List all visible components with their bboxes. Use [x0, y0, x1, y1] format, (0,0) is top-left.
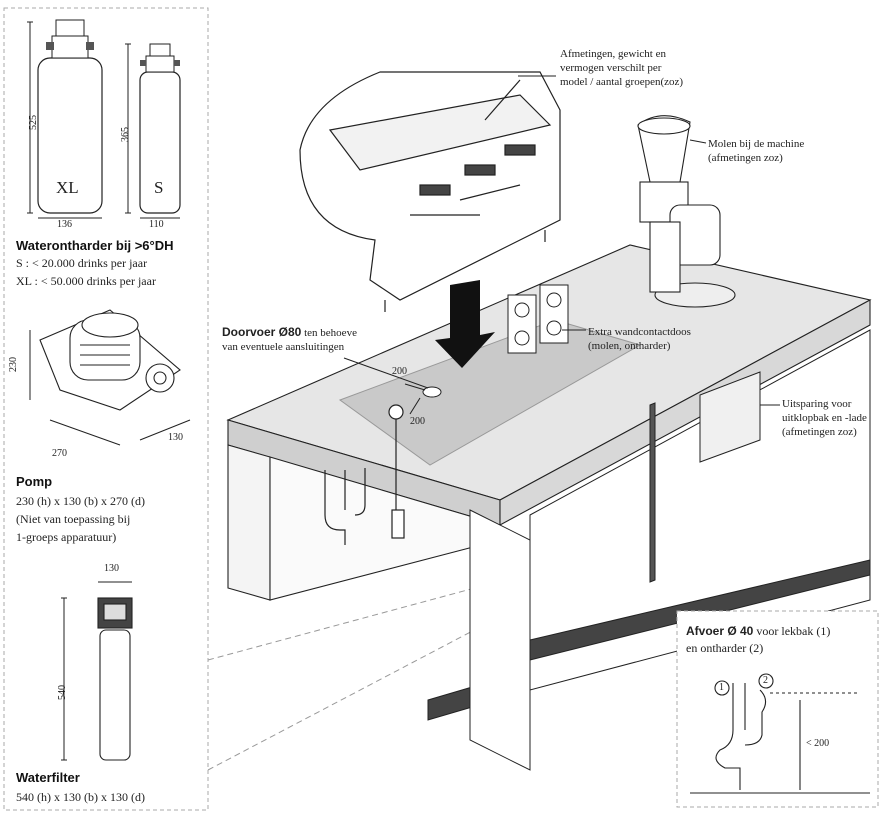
softener-s-height: 365: [120, 127, 131, 142]
pump-line2: (Niet van toepassing bij: [16, 512, 131, 526]
machine-note-1: Afmetingen, gewicht en: [560, 48, 666, 60]
sockets-note-2: (molen, ontharder): [588, 340, 671, 352]
drain-number-1: 1: [719, 682, 724, 693]
drain-title-bold: Afvoer Ø 40: [686, 624, 754, 638]
feedthrough-note-bold: Doorvoer Ø80: [222, 325, 302, 339]
grinder-icon: [637, 115, 736, 308]
softener-line-xl: XL : < 50.000 drinks per jaar: [16, 274, 156, 288]
down-arrow: [435, 280, 495, 368]
drain-title: Afvoer Ø 40 voor lekbak (1): [686, 624, 830, 639]
pump-dim-b: 130: [168, 432, 183, 443]
machine-note-3: model / aantal groepen(zoz): [560, 76, 684, 88]
drain-detail-icon: [690, 673, 870, 794]
drain-number-2: 2: [763, 675, 768, 686]
pump-dim-h: 230: [8, 357, 19, 372]
filter-dim-w: 130: [104, 563, 119, 574]
feedthrough-note-2: van eventuele aansluitingen: [222, 341, 345, 353]
drain-pipes-icon: [324, 404, 405, 545]
water-filter-icon: [97, 597, 133, 761]
cabinet: [427, 329, 871, 771]
knock-box-cutout: [699, 371, 761, 463]
pump-dim-d: 270: [52, 448, 67, 459]
drain-line2: en ontharder (2): [686, 641, 764, 655]
softener-xl-label: XL: [56, 178, 79, 197]
cutout-note-1: Uitsparing voor: [782, 398, 852, 410]
softener-xl-height: 525: [28, 115, 39, 130]
feedthrough-hole: [422, 386, 442, 398]
feedthrough-note-1: Doorvoer Ø80 ten behoeve: [222, 326, 357, 340]
dim-200-a: 200: [392, 366, 407, 377]
cutout-note-3: (afmetingen zoz): [782, 426, 857, 438]
softener-xl-icon: [37, 19, 103, 214]
softener-xl-width: 136: [57, 219, 72, 230]
dim-200-b: 200: [410, 416, 425, 427]
wall-sockets-icon: [507, 284, 569, 354]
pump-icon: [39, 309, 181, 411]
softener-line-s: S : < 20.000 drinks per jaar: [16, 256, 148, 270]
espresso-machine-icon: [299, 71, 561, 312]
softener-s-icon: [139, 43, 181, 214]
machine-footprint: [338, 319, 642, 466]
feedthrough-note-rest: ten behoeve: [301, 327, 357, 339]
sockets-note-1: Extra wandcontactdoos: [588, 326, 691, 338]
machine-note-2: vermogen verschilt per: [560, 62, 662, 74]
pump-line1: 230 (h) x 130 (b) x 270 (d): [16, 494, 145, 508]
cutout-note-2: uitklopbak en -lade: [782, 412, 867, 424]
softener-title: Waterontharder bij >6°DH: [16, 238, 174, 253]
left-panel-frame: [3, 7, 209, 811]
softener-s-label: S: [154, 178, 164, 197]
filter-line1: 540 (h) x 130 (b) x 130 (d): [16, 790, 145, 804]
drain-detail-frame: [676, 610, 879, 808]
drain-title-rest: voor lekbak (1): [753, 624, 831, 638]
pump-line3: 1-groeps apparatuur): [16, 530, 117, 544]
grinder-note-2: (afmetingen zoz): [708, 152, 783, 164]
grinder-note-1: Molen bij de machine: [708, 138, 805, 150]
filter-dim-h: 540: [57, 685, 68, 700]
softener-s-width: 110: [149, 219, 164, 230]
filter-title: Waterfilter: [16, 770, 80, 785]
pump-title: Pomp: [16, 474, 53, 489]
drain-height: < 200: [806, 738, 830, 749]
